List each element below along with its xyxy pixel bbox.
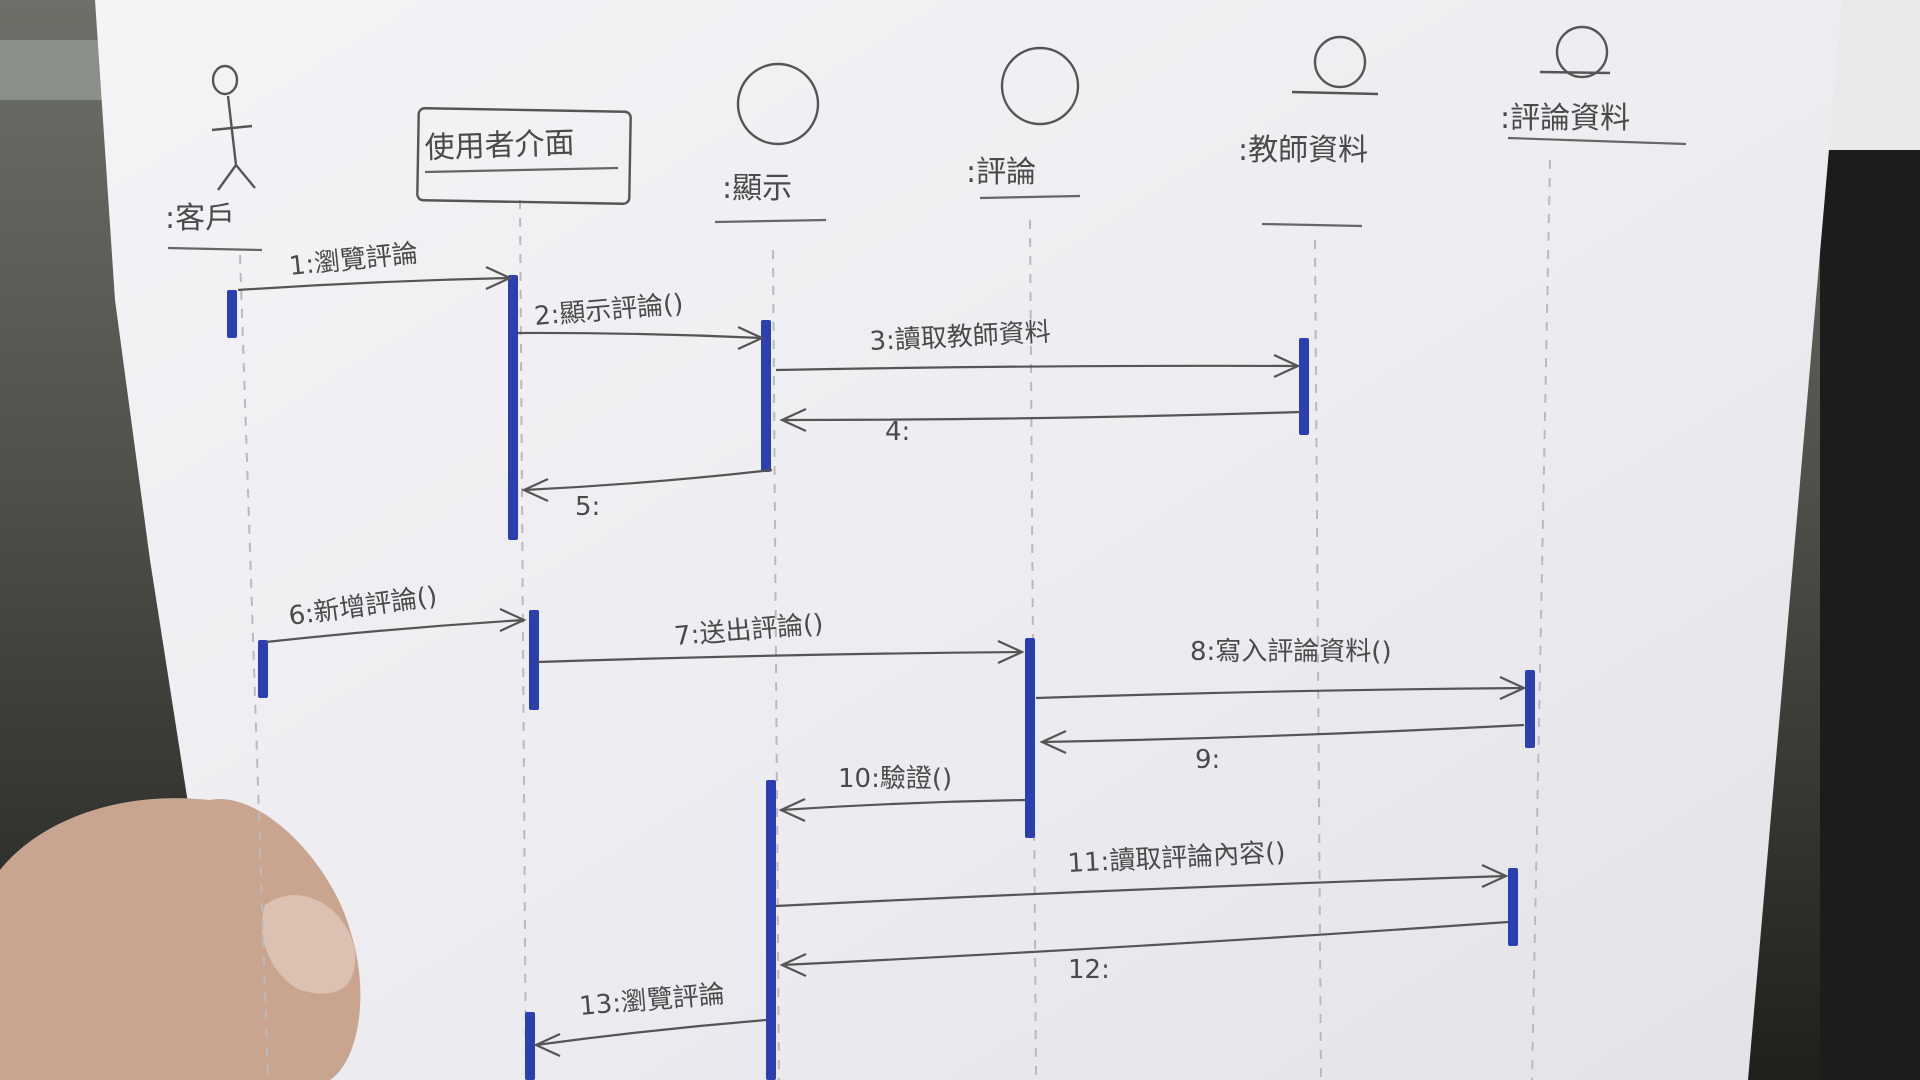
underline-reviewdata xyxy=(1507,136,1687,146)
underline-customer xyxy=(167,246,263,252)
message-12: 12: xyxy=(779,920,1509,985)
object-display-icon xyxy=(736,62,820,146)
message-label: 8:寫入評論資料() xyxy=(1190,637,1392,667)
arrowhead-icon xyxy=(1039,730,1067,754)
activation-display2 xyxy=(766,780,776,1080)
underline-teacher xyxy=(1261,222,1363,228)
message-label: 12: xyxy=(1068,955,1110,985)
entity-teacher-icon xyxy=(1291,35,1379,96)
paper-sheet xyxy=(95,0,1842,1080)
activation-ui xyxy=(508,275,518,540)
lifelines xyxy=(239,159,1551,1080)
activation-customer xyxy=(227,290,237,338)
arrowhead-icon xyxy=(521,478,549,502)
lifeline-label-review: :評論 xyxy=(966,155,1036,190)
thumbnail xyxy=(261,895,356,994)
message-label: 5: xyxy=(575,492,600,522)
lifeline-display xyxy=(772,249,780,1080)
arrowhead-icon xyxy=(997,640,1025,664)
lifeline-label-ui: 使用者介面 xyxy=(424,126,575,166)
arrowhead-icon xyxy=(779,408,807,432)
message-arrow-line xyxy=(781,410,1301,422)
activation-ui3 xyxy=(525,1012,535,1080)
lifeline-label-reviewdata: :評論資料 xyxy=(1500,101,1630,136)
arrowhead-icon xyxy=(499,608,527,632)
arrowhead-icon xyxy=(778,798,806,822)
arrowhead-icon xyxy=(533,1033,561,1057)
entity-reviewdata-icon xyxy=(1539,25,1611,79)
activation-review xyxy=(1025,638,1035,838)
message-arrow-line xyxy=(781,920,1509,967)
activation-teacher xyxy=(1299,338,1309,435)
arrowhead-icon xyxy=(1499,676,1527,700)
message-arrow-line xyxy=(535,1018,767,1047)
message-arrow-line xyxy=(517,331,763,340)
shelf-left xyxy=(0,40,110,100)
message-arrow-line xyxy=(265,618,525,644)
lifeline-headers: :客戶 使用者介面 :顯示 :評論 :教師資料 :評論資料 xyxy=(165,25,1687,252)
message-4: 4: xyxy=(779,408,1301,447)
message-arrow-line xyxy=(237,276,511,292)
actor-customer-icon xyxy=(211,64,256,191)
lifeline-label-customer: :客戶 xyxy=(165,201,235,236)
message-5: 5: xyxy=(521,468,773,522)
message-arrow-line xyxy=(775,874,1507,908)
message-arrow-line xyxy=(537,650,1023,664)
message-arrow-line xyxy=(523,468,773,492)
message-9: 9: xyxy=(1039,723,1525,775)
activation-reviewdata2 xyxy=(1508,868,1518,946)
message-arrow-line xyxy=(1035,686,1525,700)
message-label: 10:驗證() xyxy=(838,764,952,794)
activation-customer2 xyxy=(258,640,268,698)
arrowhead-icon xyxy=(1273,354,1301,378)
message-label: 4: xyxy=(885,417,910,447)
message-8: 8:寫入評論資料() xyxy=(1035,637,1527,700)
underline-ui xyxy=(424,166,619,174)
message-label: 9: xyxy=(1195,745,1220,775)
activation-ui2 xyxy=(529,610,539,710)
holding-thumb xyxy=(0,798,361,1080)
lifeline-label-teacher: :教師資料 xyxy=(1238,133,1368,168)
underline-review xyxy=(979,194,1081,200)
lifeline-customer xyxy=(239,254,269,1080)
underline-display xyxy=(714,218,827,224)
message-arrow-line xyxy=(780,798,1027,812)
message-arrow-line xyxy=(775,364,1299,372)
object-review-icon xyxy=(1000,46,1080,126)
lifeline-ui xyxy=(519,199,527,1080)
arrowhead-icon xyxy=(779,953,807,977)
message-arrow-line xyxy=(1041,723,1525,744)
monitor-edge-right xyxy=(1820,150,1920,1080)
arrowhead-icon xyxy=(737,326,765,350)
lifeline-label-display: :顯示 xyxy=(722,171,792,206)
ui-boundary-box xyxy=(416,107,632,205)
arrowhead-icon xyxy=(1481,864,1509,888)
message-10: 10:驗證() xyxy=(778,764,1027,822)
activation-reviewdata xyxy=(1525,670,1535,748)
activation-display xyxy=(761,320,771,472)
lifeline-teacher xyxy=(1314,239,1322,1080)
activation-bars xyxy=(227,275,1535,1080)
arrowhead-icon xyxy=(485,266,513,290)
